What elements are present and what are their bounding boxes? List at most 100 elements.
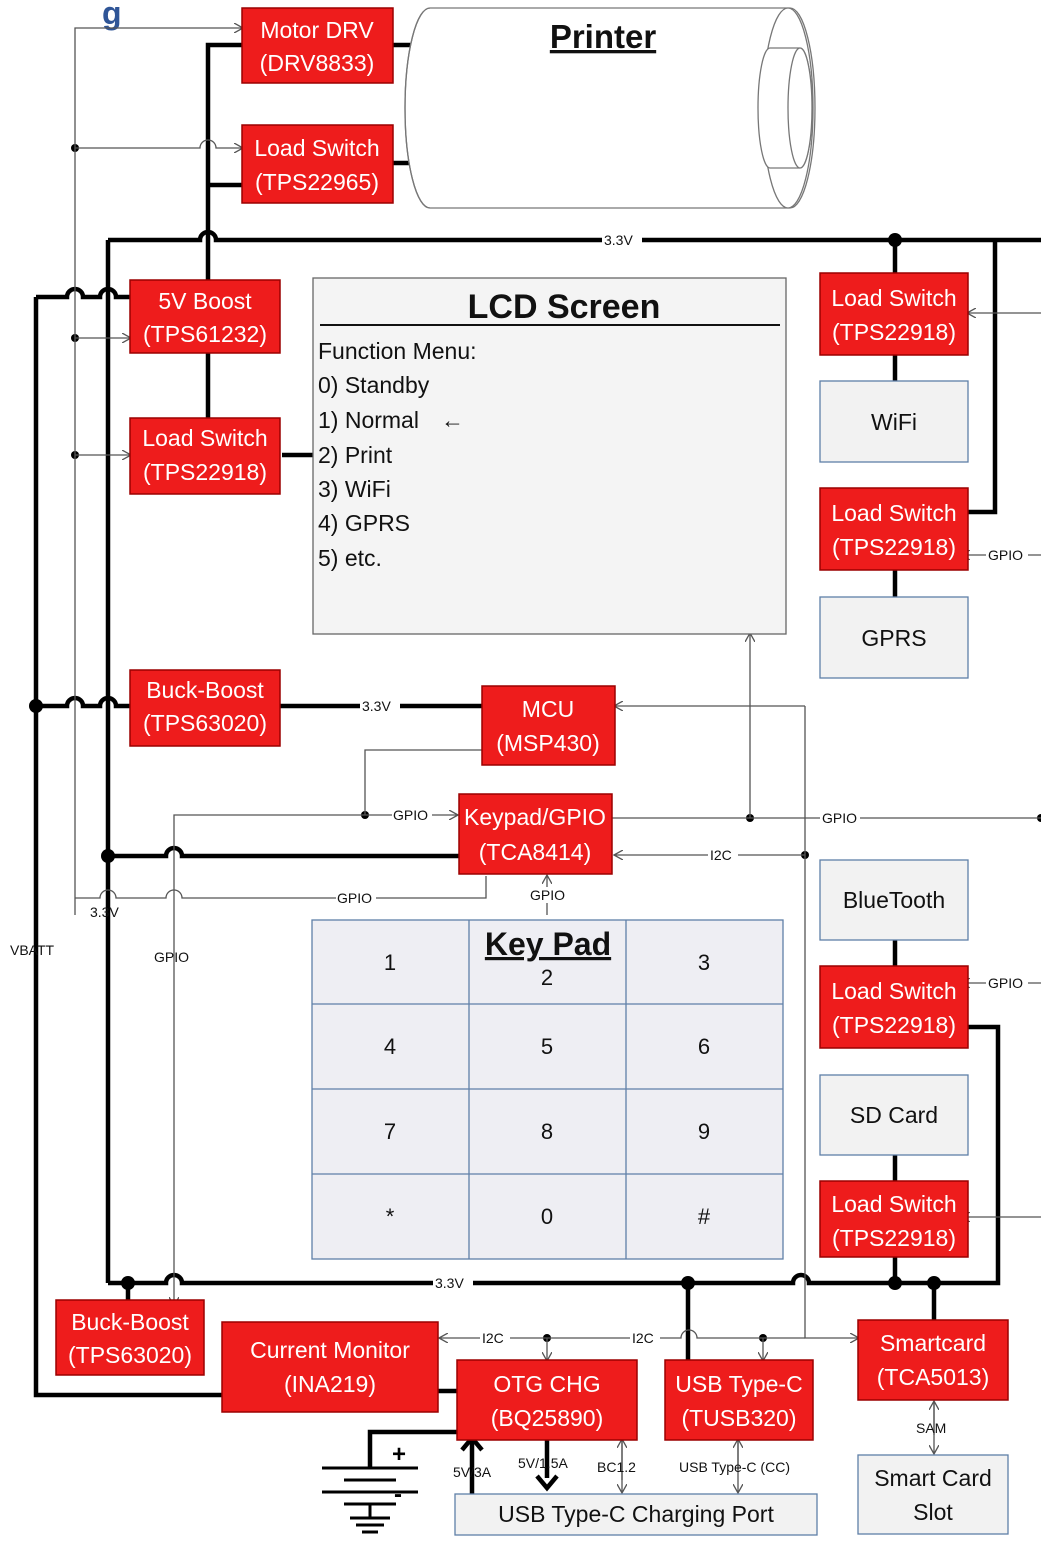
gpio-label: GPIO [822,810,857,826]
slot-label: Smart Card [874,1465,992,1491]
block-label: Buck-Boost [146,677,264,703]
block-label: OTG CHG [493,1371,600,1397]
gpio-label: GPIO [337,890,372,906]
buck-boost-top-block: Buck-Boost (TPS63020) [129,669,281,747]
junction-dots [29,144,1041,1342]
block-label: Load Switch [831,500,956,526]
mcu-block: MCU (MSP430) [481,685,616,766]
i2c-label: I2C [482,1330,504,1346]
block-part: (BQ25890) [491,1405,604,1431]
block-part: (DRV8833) [260,50,375,76]
block-label: 5V Boost [158,288,252,314]
power-5v3a-label: 5V/3A [453,1464,492,1480]
bc12-label: BC1.2 [597,1459,636,1475]
net-labels: 3.3V 3.3V 3.3V 3.3V GPIO GPIO GPIO GPIO … [10,232,1028,1480]
lcd-menu-item-3: 3) WiFi [318,476,391,502]
printer-title: Printer [550,18,657,55]
usb-cc-label: USB Type-C (CC) [679,1459,790,1475]
gpio-label: GPIO [154,949,189,965]
rail-label: 3.3V [362,698,391,714]
block-label: Current Monitor [250,1337,410,1363]
load-switch-gprs-block: Load Switch (TPS22918) [819,487,969,571]
motor-drv-block: Motor DRV (DRV8833) [241,7,394,84]
rail-label: 3.3V [604,232,633,248]
block-part: (TUSB320) [681,1405,796,1431]
sdcard-label: SD Card [850,1102,938,1128]
load-switch-wifi-block: Load Switch (TPS22918) [819,272,969,356]
block-part: (TPS22918) [832,534,956,560]
block-part: (TCA8414) [479,839,591,865]
load-switch-printer-block: Load Switch (TPS22965) [241,124,394,204]
gprs-label: GPRS [861,625,926,651]
keypad-ic-block: Keypad/GPIO (TCA8414) [458,793,613,875]
lcd-menu-item-2: 2) Print [318,442,393,468]
gprs-module: GPRS [819,596,969,679]
block-label: Load Switch [831,978,956,1004]
sdcard-module: SD Card [819,1074,969,1156]
block-part: (TPS22965) [255,169,379,195]
lcd-screen: LCD Screen Function Menu: 0) Standby 1) … [312,277,787,635]
gpio-label: GPIO [988,975,1023,991]
key-7[interactable]: 7 [384,1119,396,1144]
smart-card-slot: Smart Card Slot [857,1454,1009,1535]
bluetooth-module: BlueTooth [819,859,969,941]
block-label: Motor DRV [260,17,374,43]
boost-5v-block: 5V Boost (TPS61232) [129,279,281,354]
key-hash[interactable]: # [698,1204,711,1229]
vbatt-label: VBATT [10,942,55,958]
block-part: (TPS22918) [832,319,956,345]
buck-boost-bottom-block: Buck-Boost (TPS63020) [55,1299,205,1376]
block-part: (TPS61232) [143,321,267,347]
gpio-label: GPIO [988,547,1023,563]
keypad: Key Pad 1 2 3 4 5 6 7 8 9 * 0 # [311,919,784,1260]
lcd-menu-item-4: 4) GPRS [318,510,410,536]
lcd-title: LCD Screen [468,288,661,326]
block-label: Load Switch [254,135,379,161]
block-part: (TPS22918) [832,1225,956,1251]
gpio-label: GPIO [530,887,565,903]
otg-charger-block: OTG CHG (BQ25890) [456,1359,638,1441]
block-part: (TCA5013) [877,1364,989,1390]
rail-label: 3.3V [90,904,119,920]
power-5v15a-label: 5V/1.5A [518,1455,568,1471]
key-9[interactable]: 9 [698,1119,710,1144]
current-monitor-block: Current Monitor (INA219) [221,1321,439,1413]
sam-label: SAM [916,1420,946,1436]
i2c-label: I2C [710,847,732,863]
key-1[interactable]: 1 [384,950,396,975]
key-8[interactable]: 8 [541,1119,553,1144]
lcd-menu-title: Function Menu: [318,338,477,364]
block-label: USB Type-C [675,1371,802,1397]
block-label: Keypad/GPIO [464,804,606,830]
rail-label: 3.3V [435,1275,464,1291]
key-6[interactable]: 6 [698,1034,710,1059]
wifi-label: WiFi [871,409,917,435]
keypad-title: Key Pad [485,926,611,962]
lcd-menu-item-5: 5) etc. [318,545,382,571]
key-4[interactable]: 4 [384,1034,396,1059]
lcd-arrow-icon: ← [441,407,464,433]
key-0[interactable]: 0 [541,1204,553,1229]
load-switch-left-block: Load Switch (TPS22918) [129,417,281,495]
block-label: Buck-Boost [71,1309,189,1335]
lcd-menu-item-1: 1) Normal [318,407,419,433]
block-part: (TPS22918) [143,459,267,485]
bluetooth-label: BlueTooth [843,887,945,913]
key-5[interactable]: 5 [541,1034,553,1059]
block-part: (MSP430) [496,730,600,756]
battery-icon: + - [322,1441,418,1534]
load-switch-sd-block: Load Switch (TPS22918) [819,1180,969,1258]
block-label: Smartcard [880,1330,986,1356]
smartcard-ic-block: Smartcard (TCA5013) [857,1319,1009,1401]
key-3[interactable]: 3 [698,950,710,975]
slot-label-2: Slot [913,1499,953,1525]
lcd-menu-item-0: 0) Standby [318,372,430,398]
i2c-label: I2C [632,1330,654,1346]
battery-plus: + [392,1441,406,1468]
battery-minus: - [394,1481,402,1508]
load-switch-bt-block: Load Switch (TPS22918) [819,965,969,1049]
key-2[interactable]: 2 [541,965,553,990]
wifi-module: WiFi [819,380,969,463]
key-star[interactable]: * [386,1204,395,1229]
